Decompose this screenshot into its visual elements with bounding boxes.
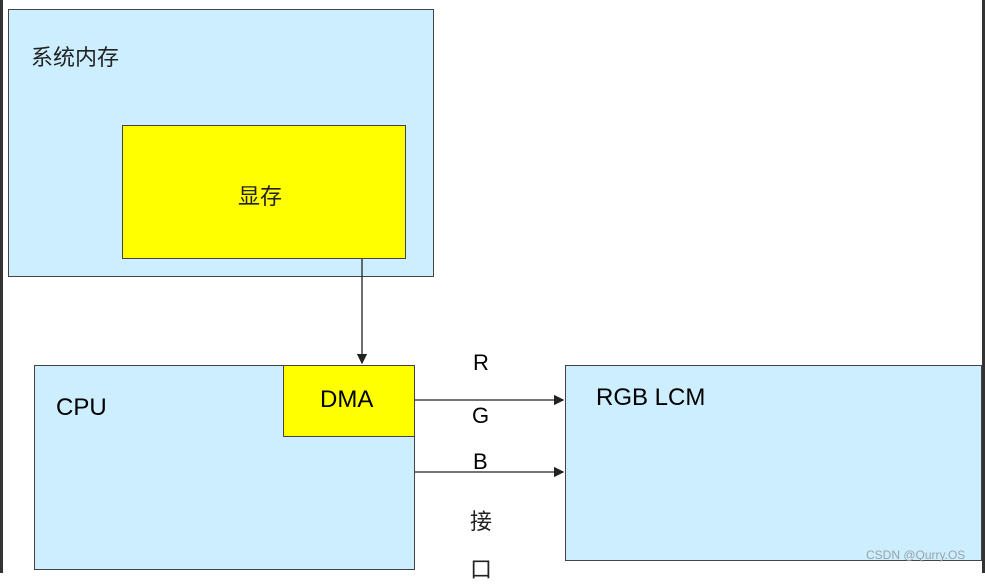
frame-left-border — [0, 0, 3, 573]
frame-right-border — [982, 0, 985, 573]
cpu-label: CPU — [56, 394, 107, 421]
rgb-lcm-label: RGB LCM — [596, 384, 706, 411]
watermark: CSDN @Qurry.OS — [866, 548, 966, 562]
video-memory-box: 显存 — [122, 125, 406, 259]
rgb-lcm-box: RGB LCM — [565, 365, 982, 561]
interface-label-jie: 接 — [470, 510, 493, 535]
interface-label-r: R — [473, 350, 489, 375]
interface-label-g: G — [472, 403, 490, 428]
dma-box: DMA — [283, 365, 415, 437]
video-memory-label: 显存 — [238, 185, 283, 210]
dma-label: DMA — [320, 386, 374, 413]
interface-label-kou: 口 — [470, 558, 493, 583]
system-memory-label: 系统内存 — [31, 46, 120, 71]
interface-label-b: B — [473, 449, 488, 474]
